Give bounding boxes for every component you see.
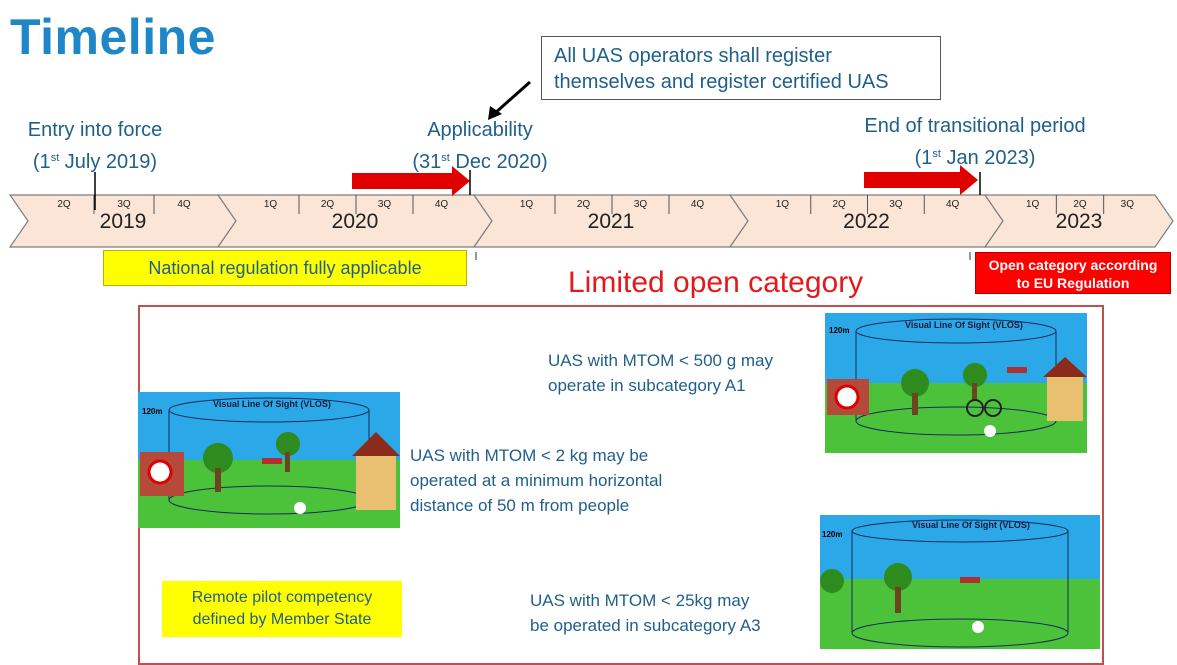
subcategory-a1-text: UAS with MTOM < 500 g may operate in sub… (548, 348, 773, 398)
remote-pilot-competency-box: Remote pilot competency defined by Membe… (162, 581, 402, 637)
tree-icon (276, 432, 300, 456)
vlos-scene-a2: Visual Line Of Sight (VLOS) 120m (138, 392, 400, 528)
pilot-icon (972, 621, 984, 633)
drone-icon (262, 458, 282, 464)
height-label-a3: 120m (822, 530, 842, 539)
no-drone-icon (834, 384, 860, 410)
quarter-label-2019-2Q: 2Q (57, 199, 71, 210)
pilot-icon (294, 502, 306, 514)
event-entry-label: Entry into force (27, 119, 163, 141)
event-entry-date: (1st July 2019) (32, 151, 158, 173)
quarter-label-2023-2Q: 2Q (1073, 199, 1087, 210)
quarter-label-2023-3Q: 3Q (1121, 199, 1135, 210)
vlos-label-a2: Visual Line Of Sight (VLOS) (213, 399, 331, 409)
house-icon (1047, 375, 1083, 421)
year-label-2023: 2023 (1056, 210, 1103, 233)
timeline-graphic: 2Q 3Q 4Q 2019 1Q 2Q 3Q 4Q 2020 1Q 2Q 3Q 4Q 2021 1Q 2Q 3Q… (8, 80, 1174, 260)
a3-line-1: UAS with MTOM < 25kg may (530, 591, 750, 610)
callout-pointer-arrowhead (488, 106, 502, 120)
a1-line-1: UAS with MTOM < 500 g may (548, 351, 774, 370)
quarter-label-2022-2Q: 2Q (832, 199, 846, 210)
a2-line-1: UAS with MTOM < 2 kg may be (410, 446, 649, 465)
red-arrow-2022 (864, 165, 978, 195)
vlos-scene-a3: Visual Line Of Sight (VLOS) 120m (820, 515, 1100, 649)
year-chevron-2023 (983, 194, 1174, 248)
height-label-a1: 120m (829, 326, 849, 335)
callout-line-2: themselves and register certified UAS (554, 71, 889, 93)
event-end-date: (1st Jan 2023) (914, 147, 1036, 169)
bicycle-icon (966, 399, 984, 417)
event-end-transition: End of transitional period (1st Jan 2023… (840, 112, 1110, 172)
quarter-label-2021-2Q: 2Q (577, 199, 591, 210)
year-label-2022: 2022 (843, 210, 890, 233)
subcategory-a2-text: UAS with MTOM < 2 kg may be operated at … (410, 443, 662, 518)
quarter-label-2022-3Q: 3Q (889, 199, 903, 210)
house-icon (356, 454, 396, 510)
a2-line-2: operated at a minimum horizontal (410, 471, 663, 490)
a1-line-2: operate in subcategory A1 (548, 376, 746, 395)
remote-pilot-line-1: Remote pilot competency (191, 589, 373, 606)
a2-line-3: distance of 50 m from people (410, 496, 630, 515)
no-drone-icon (147, 459, 173, 485)
quarter-label-2020-3Q: 3Q (378, 199, 392, 210)
open-category-line-1: Open category according (988, 257, 1158, 273)
vlos-scene-a1: Visual Line Of Sight (VLOS) 120m (825, 313, 1087, 453)
year-label-2020: 2020 (332, 210, 379, 233)
tree-icon (901, 369, 929, 397)
callout-pointer-arrow (493, 80, 531, 116)
drone-icon (960, 577, 980, 583)
event-applicability: Applicability (31st Dec 2020) (395, 116, 565, 176)
quarter-label-2023-1Q: 1Q (1026, 199, 1040, 210)
quarter-label-2022-1Q: 1Q (776, 199, 790, 210)
tree-icon (820, 569, 844, 593)
a3-line-2: be operated in subcategory A3 (530, 616, 761, 635)
open-category-line-2: to EU Regulation (1016, 275, 1130, 291)
quarter-label-2020-4Q: 4Q (435, 199, 449, 210)
quarter-label-2019-3Q: 3Q (117, 199, 131, 210)
open-category-eu-box: Open category according to EU Regulation (975, 252, 1171, 294)
quarter-label-2020-1Q: 1Q (264, 199, 278, 210)
event-applicability-label: Applicability (427, 119, 533, 141)
tree-icon (884, 563, 912, 591)
quarter-label-2020-2Q: 2Q (321, 199, 335, 210)
year-label-2021: 2021 (588, 210, 635, 233)
quarter-label-2019-4Q: 4Q (177, 199, 191, 210)
registration-callout: All UAS operators shall register themsel… (541, 36, 941, 100)
limited-category-bracket (475, 252, 971, 260)
year-label-2019: 2019 (100, 210, 147, 233)
page-title: Timeline (10, 9, 216, 65)
quarter-label-2021-1Q: 1Q (520, 199, 534, 210)
vlos-label-a1: Visual Line Of Sight (VLOS) (905, 320, 1023, 330)
vlos-label-a3: Visual Line Of Sight (VLOS) (912, 520, 1030, 530)
event-entry-into-force: Entry into force (1st July 2019) (10, 116, 180, 176)
event-applicability-date: (31st Dec 2020) (412, 151, 548, 173)
event-end-label: End of transitional period (864, 115, 1086, 137)
tree-icon (963, 363, 987, 387)
height-label-a2: 120m (142, 407, 162, 416)
quarter-label-2022-4Q: 4Q (946, 199, 960, 210)
callout-line-1: All UAS operators shall register (554, 45, 832, 67)
pilot-icon (984, 425, 996, 437)
subcategory-a3-text: UAS with MTOM < 25kg may be operated in … (530, 588, 761, 638)
drone-icon (1007, 367, 1027, 373)
remote-pilot-line-2: defined by Member State (192, 611, 372, 628)
limited-open-category-label: Limited open category (568, 266, 864, 299)
tree-icon (203, 443, 233, 473)
red-arrow-2020 (352, 166, 470, 196)
quarter-label-2021-3Q: 3Q (634, 199, 648, 210)
national-regulation-box: National regulation fully applicable (103, 250, 467, 286)
quarter-label-2021-4Q: 4Q (691, 199, 705, 210)
